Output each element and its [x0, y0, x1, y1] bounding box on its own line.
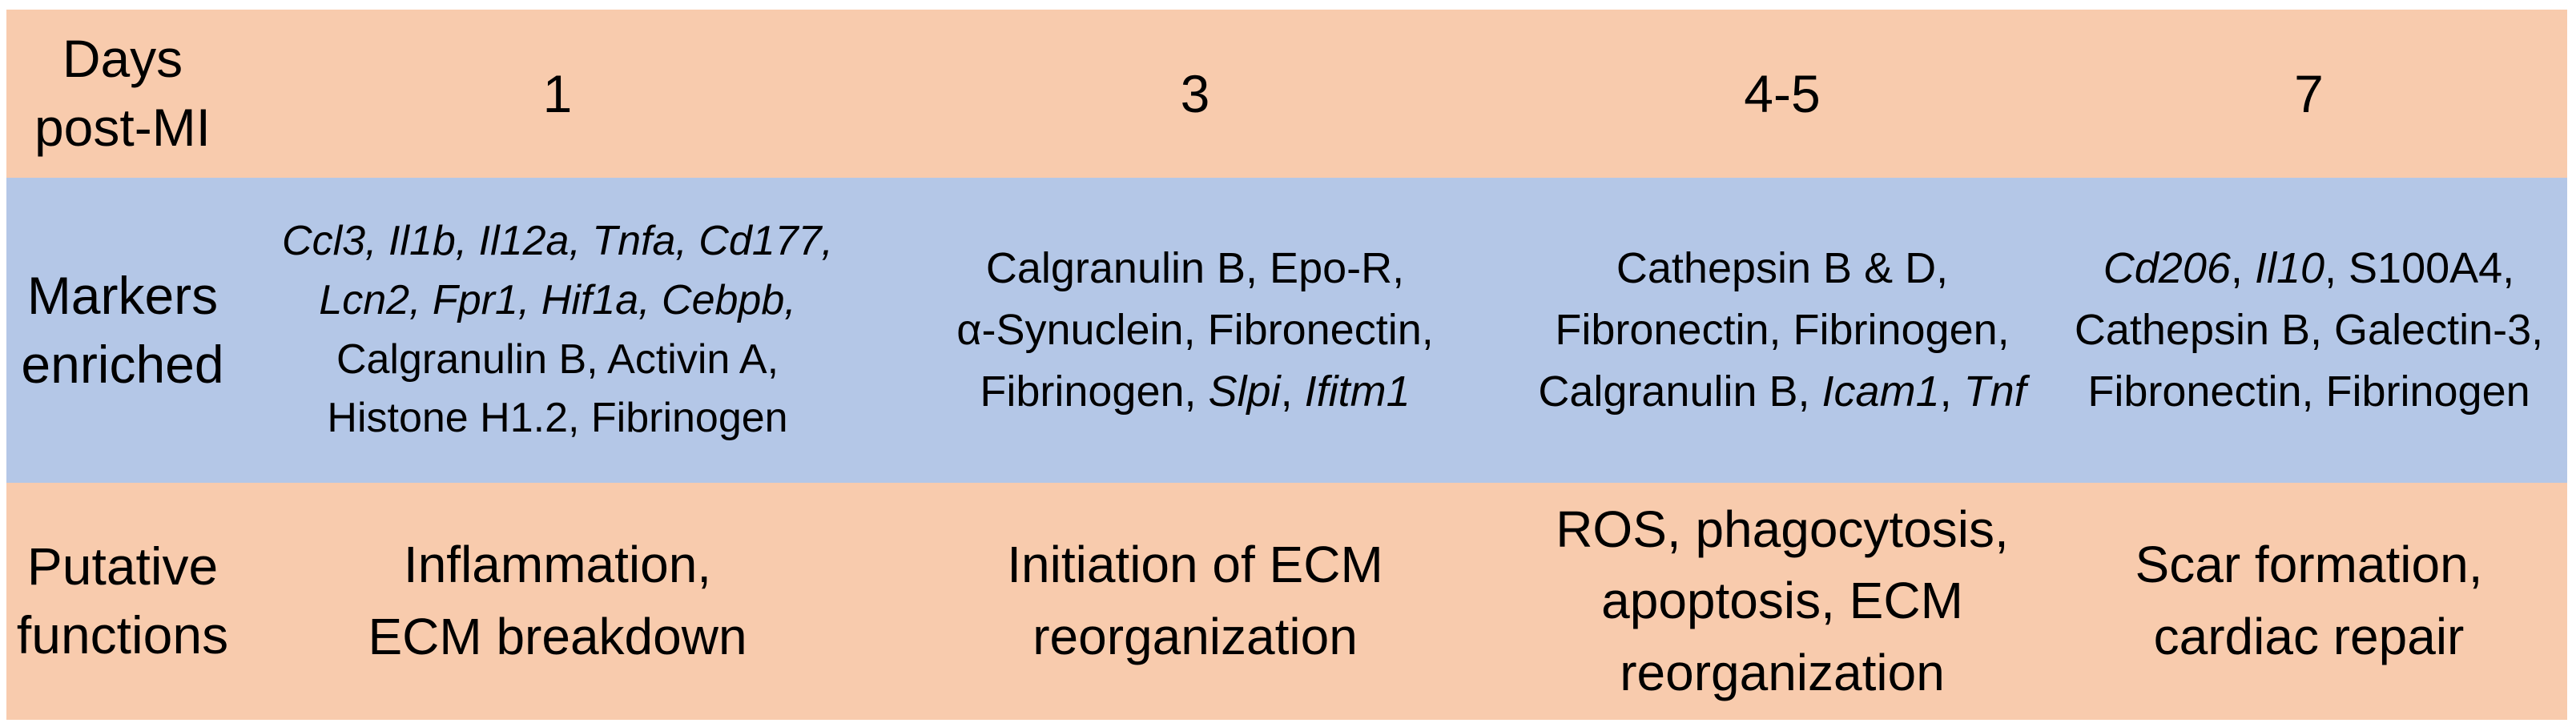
row-label-markers-enriched: Markers enriched [6, 178, 239, 483]
text-line: ROS, phagocytosis, [1556, 500, 2009, 558]
text-line: Fibronectin, Fibrinogen [2087, 367, 2530, 416]
text-line: reorganization [1032, 608, 1358, 665]
text-line: post-MI [34, 98, 211, 157]
markers-cell-day-1: Ccl3, Il1b, Il12a, Tnfa, Cd177, Lcn2, Fpr… [239, 178, 876, 483]
text-line: ECM breakdown [368, 608, 747, 665]
functions-cell-day-7: Scar formation, cardiac repair [2051, 483, 2567, 720]
text-line: Fibronectin, Fibrinogen, [1555, 306, 2010, 355]
text-line: Initiation of ECM [1007, 536, 1383, 594]
text-line: functions [16, 605, 229, 665]
row-label-putative-functions: Putative functions [6, 483, 239, 720]
text-line: Calgranulin B, Activin A, [336, 335, 779, 383]
text-line: Calgranulin B, Epo-R, [985, 244, 1405, 293]
text-line: Cathepsin B & D, [1616, 244, 1949, 293]
text-line: reorganization [1620, 643, 1945, 701]
text-line: Lcn2, Fpr1, Hif1a, Cebpb, [319, 276, 796, 323]
markers-cell-day-4-5: Cathepsin B & D, Fibronectin, Fibrinogen,… [1514, 178, 2051, 483]
text-line: Scar formation, [2135, 536, 2483, 594]
day-header-4-5: 4-5 [1514, 10, 2051, 178]
text-line: Days [62, 29, 183, 89]
text-line: Calgranulin B, Icam1, Tnf [1538, 367, 2027, 416]
day-header-7: 7 [2051, 10, 2567, 178]
text-line: Markers [26, 265, 219, 325]
text-line: apoptosis, ECM [1601, 572, 1963, 630]
day-header-3: 3 [876, 10, 1514, 178]
functions-cell-day-4-5: ROS, phagocytosis, apoptosis, ECM reorgani… [1514, 483, 2051, 720]
text-line: Putative [26, 536, 219, 596]
functions-cell-day-1: Inflammation, ECM breakdown [239, 483, 876, 720]
markers-cell-day-3: Calgranulin B, Epo-R, α-Synuclein, Fibron… [876, 178, 1514, 483]
text-line: enriched [21, 334, 224, 394]
markers-cell-day-7: Cd206, Il10, S100A4, Cathepsin B, Galecti… [2051, 178, 2567, 483]
text-line: cardiac repair [2153, 608, 2465, 665]
text-line: Histone H1.2, Fibrinogen [327, 395, 788, 442]
timeline-table: Days post-MI 1 3 4-5 7 Markers enriched Cc… [6, 10, 2567, 720]
text-line: Ccl3, Il1b, Il12a, Tnfa, Cd177, [282, 217, 833, 264]
text-line: α-Synuclein, Fibronectin, [956, 306, 1434, 355]
text-line: Cd206, Il10, S100A4, [2103, 244, 2515, 293]
day-header-1: 1 [239, 10, 876, 178]
text-line: Inflammation, [403, 536, 712, 594]
text-line: Cathepsin B, Galectin-3, [2074, 306, 2544, 355]
row-label-days-post-mi: Days post-MI [6, 10, 239, 178]
functions-cell-day-3: Initiation of ECM reorganization [876, 483, 1514, 720]
text-line: Fibrinogen, Slpi, Ifitm1 [980, 367, 1411, 416]
